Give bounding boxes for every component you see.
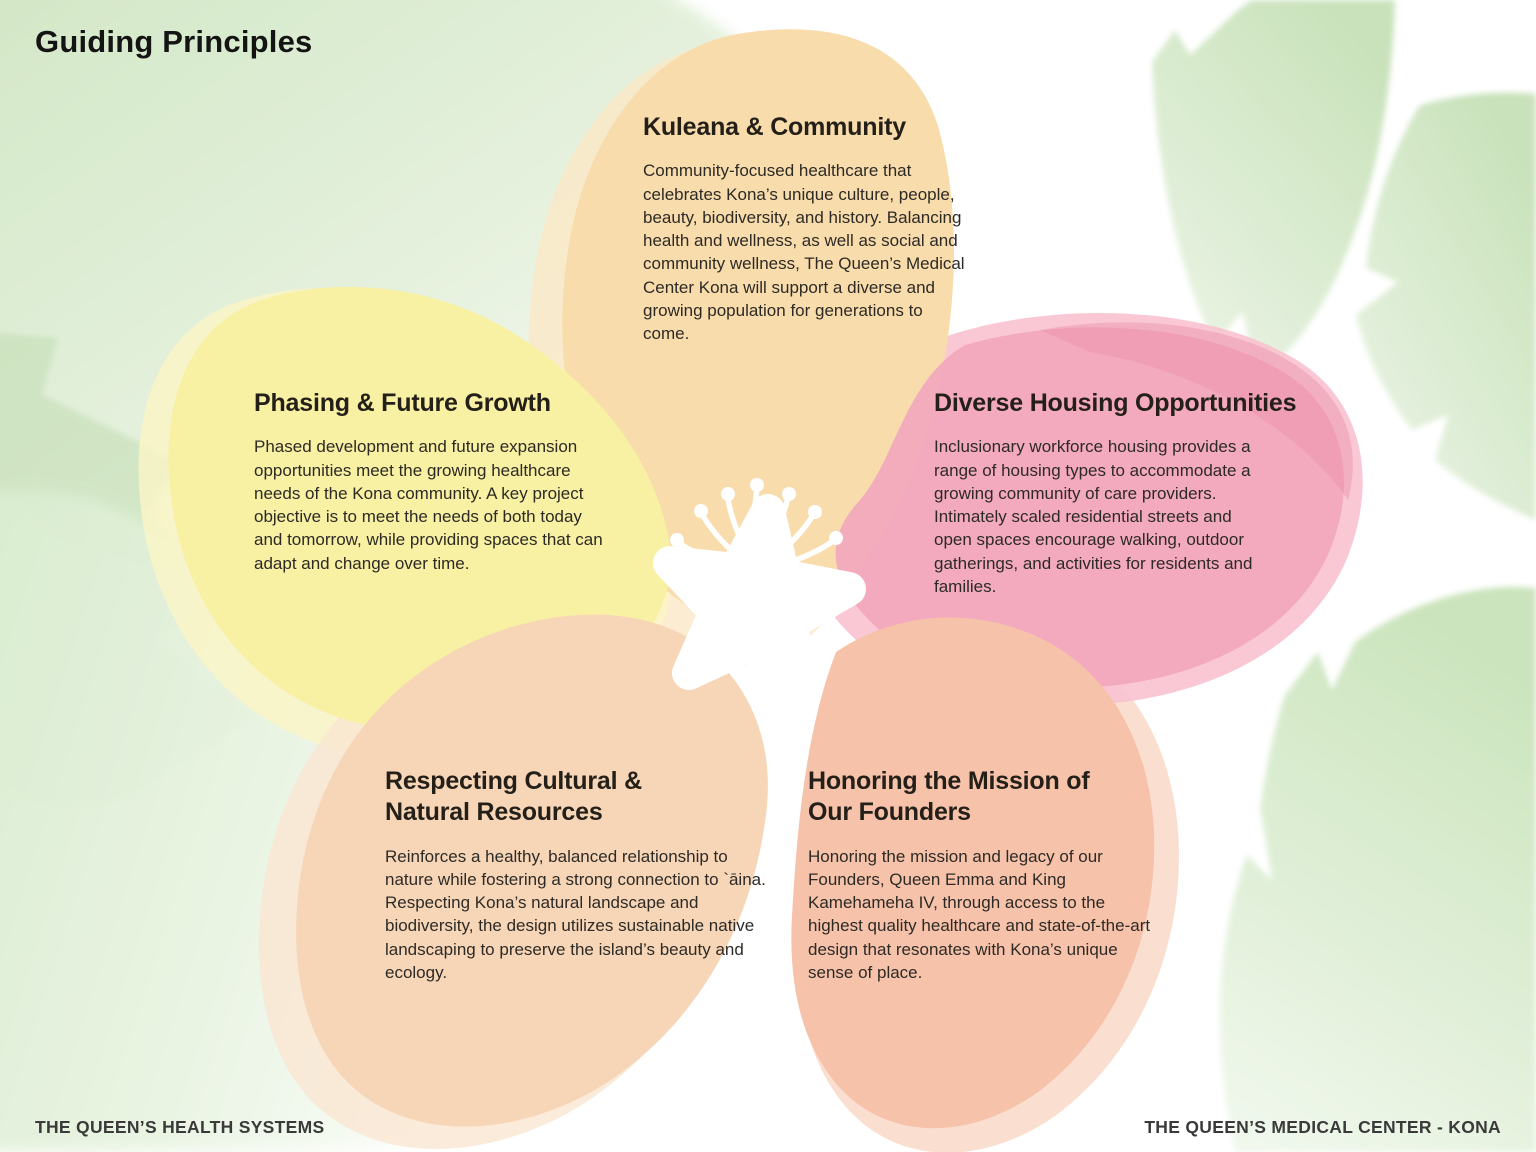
- principle-respecting: Respecting Cultural & Natural Resources …: [385, 766, 767, 984]
- principle-diverse-body: Inclusionary workforce housing provides …: [934, 437, 1253, 596]
- page-title: Guiding Principles: [35, 24, 313, 59]
- petal-diverse-shade: [1040, 322, 1353, 500]
- leaf-bottom-right: [1219, 586, 1536, 1152]
- principle-kuleana-heading: Kuleana & Community: [643, 113, 906, 141]
- principle-kuleana-body: Community-focused healthcare that celebr…: [643, 161, 965, 344]
- principle-honoring-heading: Honoring the Mission of Our Founders: [808, 767, 1090, 827]
- principle-phasing: Phasing & Future Growth Phased developme…: [254, 388, 614, 575]
- principle-phasing-heading: Phasing & Future Growth: [254, 389, 551, 417]
- leaf-top-right: [1152, 0, 1536, 520]
- flower-center-icon: [653, 478, 866, 706]
- petal-respecting: [296, 614, 768, 1127]
- principle-phasing-body: Phased development and future expansion …: [254, 437, 603, 573]
- footer-health-systems: THE QUEEN’S HEALTH SYSTEMS: [35, 1117, 325, 1137]
- principle-diverse-heading: Diverse Housing Opportunities: [934, 389, 1297, 417]
- footer-medical-center: THE QUEEN’S MEDICAL CENTER - KONA: [1144, 1117, 1501, 1137]
- principle-respecting-heading: Respecting Cultural & Natural Resources: [385, 767, 642, 827]
- principle-kuleana: Kuleana & Community Community-focused he…: [643, 112, 967, 346]
- principle-diverse: Diverse Housing Opportunities Inclusiona…: [934, 388, 1297, 598]
- petal-diverse: [835, 327, 1344, 688]
- petal-honoring: [791, 617, 1155, 1129]
- principle-honoring-body: Honoring the mission and legacy of our F…: [808, 846, 1151, 982]
- principle-honoring: Honoring the Mission of Our Founders Hon…: [808, 766, 1158, 984]
- petal-kuleana: [562, 29, 954, 627]
- principle-respecting-body: Reinforces a healthy, balanced relations…: [385, 846, 766, 982]
